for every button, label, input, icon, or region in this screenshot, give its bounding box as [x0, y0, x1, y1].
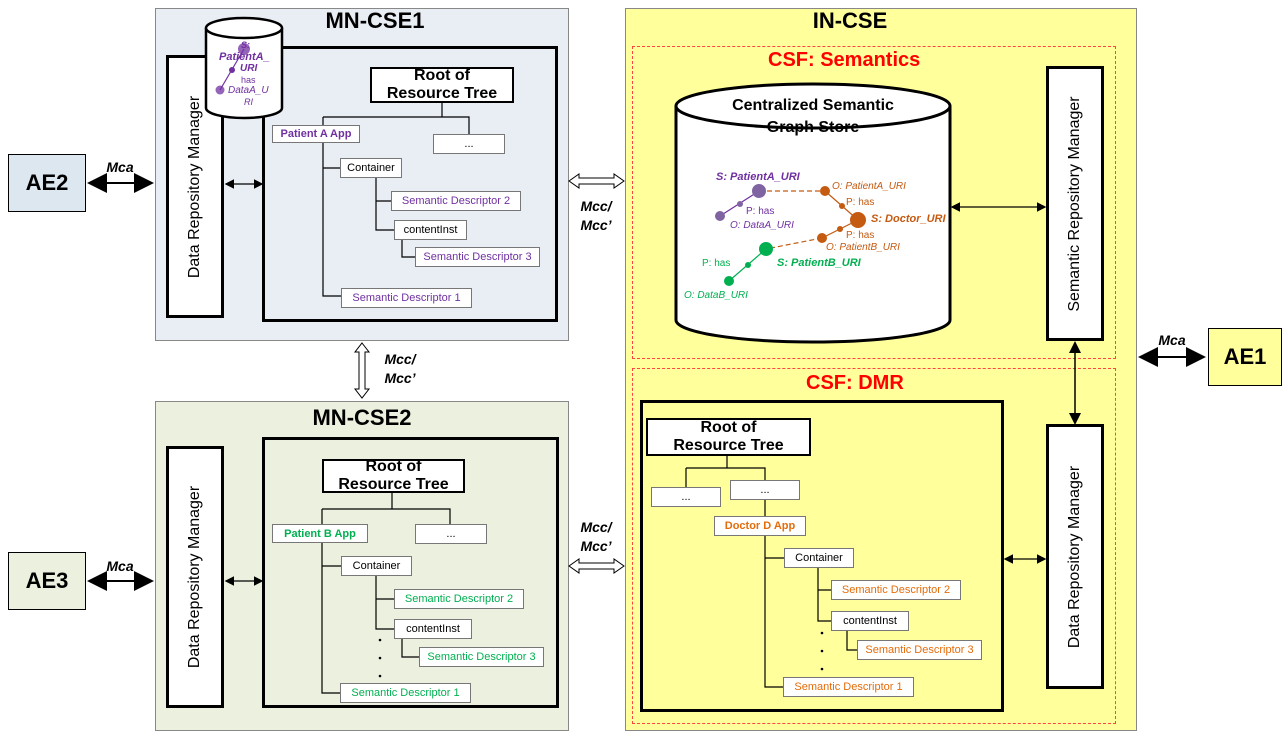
mn1-db-s: S: [241, 40, 250, 50]
graph-p-has-d2: P: has [846, 230, 875, 241]
graph-s-patient-a: S: PatientA_URI [716, 171, 800, 183]
graph-o-patient-b: O: PatientB_URI [826, 242, 900, 253]
mn2-root-resource-tree[interactable]: Root of Resource Tree [322, 458, 465, 493]
in-resource-tree-box [640, 400, 1004, 712]
in-ellipsis-node-1[interactable]: ... [651, 487, 721, 507]
in-cse-title: IN-CSE [812, 8, 888, 33]
mn2-ellipsis-node[interactable]: ... [415, 524, 487, 544]
ae1-box[interactable]: AE1 [1208, 328, 1282, 386]
black-arrows [87, 173, 1206, 591]
in-root-resource-tree[interactable]: Root of Resource Tree [646, 418, 811, 456]
csf-dmr-title: CSF: DMR [806, 372, 904, 394]
in-doctor-d-app[interactable]: Doctor D App [714, 516, 806, 536]
central-graph-nodes [715, 184, 866, 286]
hollow-arrows [353, 173, 625, 574]
mn1-root-resource-tree[interactable]: Root of Resource Tree [370, 67, 514, 103]
mn2-resource-tree-box [262, 437, 559, 708]
mn1-db-has: has [241, 75, 256, 85]
csf-dmr-section [632, 368, 1116, 724]
graph-s-patient-b: S: PatientB_URI [777, 257, 861, 269]
central-store-title: Centralized Semantic Graph Store [732, 97, 894, 136]
graph-p-has-d1: P: has [846, 197, 875, 208]
node-doctor [850, 212, 866, 228]
ae2-box[interactable]: AE2 [8, 154, 86, 212]
mn1-content-inst[interactable]: contentInst [394, 220, 467, 240]
mca-label-ae3: Mca [106, 558, 134, 574]
mn2-semantic-descriptor-2[interactable]: Semantic Descriptor 2 [394, 589, 524, 609]
graph-o-data-a: O: DataA_URI [730, 220, 794, 231]
mn1-db-data: DataA_U [228, 85, 269, 96]
mn1-db-graph [215, 43, 250, 95]
mn1-db-uri: URI [240, 63, 258, 74]
in-content-inst[interactable]: contentInst [831, 611, 909, 631]
graph-p-has-b: P: has [702, 258, 731, 269]
mn1-ellipsis-node[interactable]: ... [433, 134, 505, 154]
mn-cse2-title: MN-CSE2 [312, 405, 412, 430]
mn1-resource-tree-box [262, 46, 558, 322]
csf-semantics-title: CSF: Semantics [768, 49, 921, 71]
semantic-repository-manager[interactable]: Semantic Repository Manager [1046, 66, 1104, 341]
graph-p-has-a: P: has [746, 206, 775, 217]
mcc-label-middle: Mcc/Mcc’ [384, 351, 416, 386]
in-semantic-descriptor-3[interactable]: Semantic Descriptor 3 [857, 640, 982, 660]
mn1-semantic-db [204, 16, 284, 120]
graph-s-doctor: S: Doctor_URI [871, 213, 946, 225]
mn2-patient-b-app[interactable]: Patient B App [272, 524, 368, 543]
mn1-semantic-descriptor-3[interactable]: Semantic Descriptor 3 [415, 247, 540, 267]
graph-o-patient-a: O: PatientA_URI [832, 181, 906, 192]
node-patient-b [759, 242, 773, 256]
mn2-tree-lines [321, 493, 451, 694]
csf-semantics-section [632, 46, 1116, 359]
in-data-repository-manager[interactable]: Data Repository Manager [1046, 424, 1104, 689]
mn1-semantic-descriptor-2[interactable]: Semantic Descriptor 2 [391, 191, 521, 211]
mn2-content-inst[interactable]: contentInst [394, 619, 472, 639]
in-container[interactable]: Container [784, 548, 854, 568]
mn1-container[interactable]: Container [340, 158, 402, 178]
mn2-data-repository-manager[interactable]: Data Repository Manager [166, 446, 224, 708]
mca-label-ae1: Mca [1158, 332, 1186, 348]
mn1-db-patient: PatientA_ [219, 51, 270, 63]
mn1-tree-lines [322, 103, 470, 297]
node-patient-a [752, 184, 766, 198]
in-tree-lines [685, 456, 857, 688]
graph-o-data-b: O: DataB_URI [684, 290, 748, 301]
mca-label-ae2: Mca [106, 159, 134, 175]
mcc-label-top: Mcc/Mcc’ [580, 198, 612, 233]
ae3-box[interactable]: AE3 [8, 552, 86, 610]
mn2-tree-dots [378, 638, 382, 678]
mn-cse1-title: MN-CSE1 [325, 8, 425, 33]
mn2-semantic-descriptor-3[interactable]: Semantic Descriptor 3 [419, 647, 544, 667]
in-semantic-descriptor-2[interactable]: Semantic Descriptor 2 [831, 580, 961, 600]
mn2-semantic-descriptor-1[interactable]: Semantic Descriptor 1 [340, 683, 471, 703]
mn1-patient-a-app[interactable]: Patient A App [272, 125, 360, 143]
in-ellipsis-node-2[interactable]: ... [730, 480, 800, 500]
mn1-semantic-descriptor-1[interactable]: Semantic Descriptor 1 [341, 288, 472, 308]
mn2-container[interactable]: Container [341, 556, 412, 576]
mcc-label-bottom: Mcc/Mcc’ [580, 519, 612, 554]
in-semantic-descriptor-1[interactable]: Semantic Descriptor 1 [783, 677, 914, 697]
in-tree-dots [820, 631, 824, 671]
central-store-cylinder [674, 82, 952, 344]
mn1-db-ri: RI [244, 97, 253, 107]
